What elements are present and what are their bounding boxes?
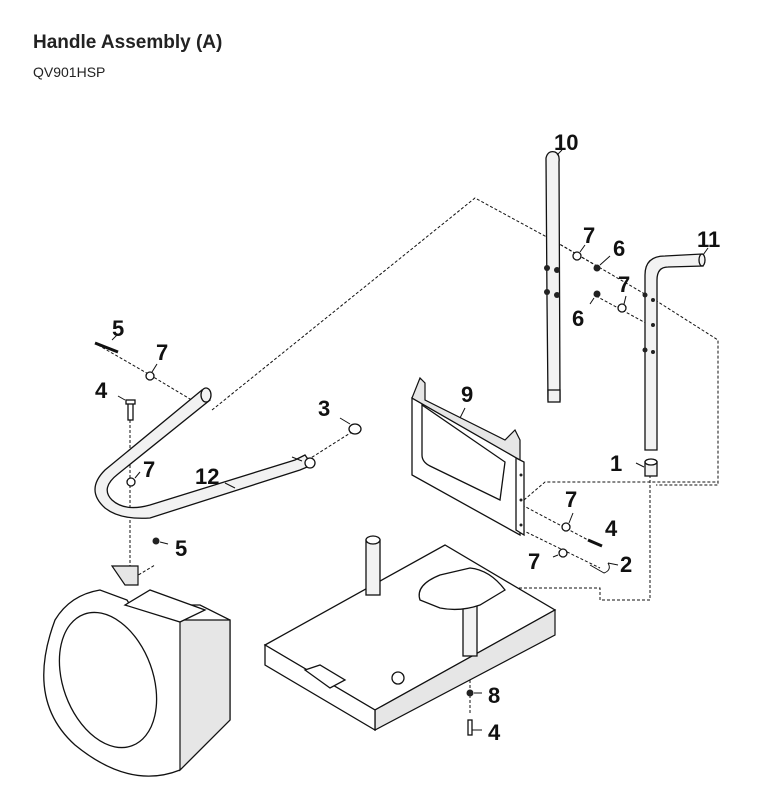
assembly-line-top — [211, 197, 719, 486]
nut-5b[interactable] — [152, 537, 160, 545]
bolt-4c[interactable] — [467, 719, 473, 736]
washer-7c[interactable] — [145, 371, 155, 381]
callout-7c: 7 — [156, 340, 168, 365]
bolt-5[interactable] — [94, 341, 119, 354]
washer-7f[interactable] — [558, 548, 568, 558]
callout-9: 9 — [461, 382, 473, 407]
callout-4b: 4 — [605, 516, 618, 541]
part-10-handle-tube[interactable] — [544, 150, 561, 403]
callout-12: 12 — [195, 464, 219, 489]
callout-5b: 5 — [175, 536, 187, 561]
washer-7e[interactable] — [561, 522, 571, 532]
washer-7b[interactable] — [617, 303, 627, 313]
nut-6b[interactable] — [593, 290, 601, 298]
page-title: Handle Assembly (A) — [33, 32, 223, 53]
part-1-spacer[interactable] — [644, 458, 658, 477]
blower-housing — [43, 565, 231, 777]
part-11-bent-handle-tube[interactable] — [642, 253, 706, 451]
base-plate — [263, 535, 557, 732]
assembly-line-plate — [523, 481, 718, 501]
callout-6a: 6 — [613, 236, 625, 261]
callout-7b: 7 — [618, 272, 630, 297]
callout-4a: 4 — [95, 378, 108, 403]
nut-3[interactable] — [348, 423, 362, 435]
part-12-u-handle[interactable] — [94, 387, 316, 519]
callout-4c: 4 — [488, 720, 501, 745]
part-9-bracket-plate[interactable] — [411, 376, 525, 537]
assembly-line-spacer — [470, 475, 651, 601]
callout-7a: 7 — [583, 223, 595, 248]
callout-7f: 7 — [528, 549, 540, 574]
callout-11: 11 — [697, 227, 720, 252]
assembly-line-bolt4b — [521, 504, 591, 542]
callout-3: 3 — [318, 396, 330, 421]
assembly-line-hook2 — [521, 529, 601, 569]
callout-7d: 7 — [143, 457, 155, 482]
lock-washer-8[interactable] — [466, 689, 474, 697]
leader-lines — [111, 149, 709, 731]
bolt-4b[interactable] — [587, 538, 603, 548]
callout-10: 10 — [554, 130, 578, 155]
part-number: QV901HSP — [33, 64, 106, 80]
bolt-4a[interactable] — [125, 399, 136, 421]
washer-7a[interactable] — [572, 251, 582, 261]
callout-2: 2 — [620, 552, 632, 577]
nut-6a[interactable] — [593, 264, 601, 272]
part-2-hook-bolt[interactable] — [589, 562, 610, 574]
callout-6b: 6 — [572, 306, 584, 331]
callout-1: 1 — [610, 451, 622, 476]
callout-8: 8 — [488, 683, 500, 708]
washer-7d[interactable] — [126, 477, 136, 487]
callout-5a: 5 — [112, 316, 124, 341]
callout-7e: 7 — [565, 487, 577, 512]
